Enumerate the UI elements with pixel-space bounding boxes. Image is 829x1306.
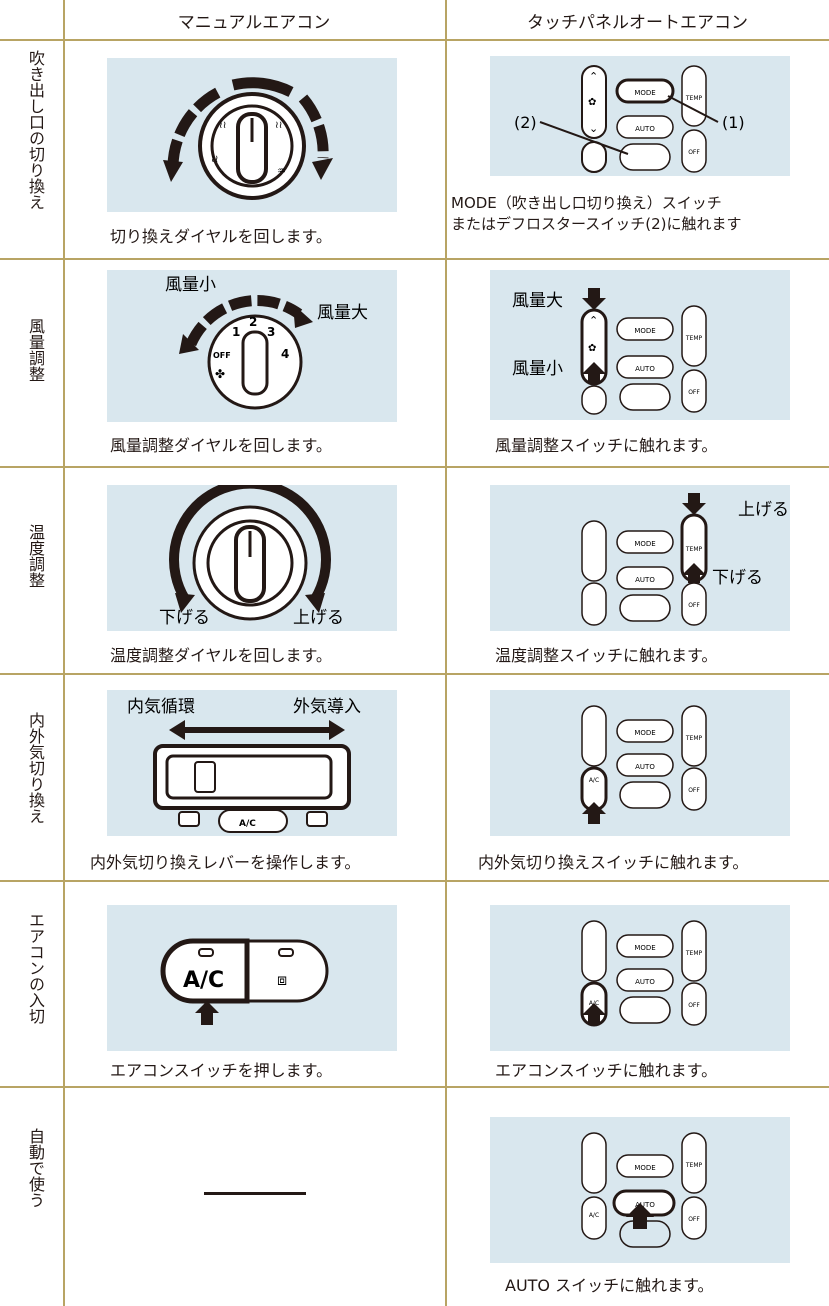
svg-text:A/C: A/C — [589, 1212, 599, 1219]
row-label-air-intake: 内外気切り換え — [26, 712, 45, 824]
svg-text:✿: ✿ — [588, 97, 596, 108]
svg-text:下げる: 下げる — [712, 568, 763, 588]
illustration-vent-dial: ≀≀ ≀≀ ≀≀ ♒ — [107, 58, 397, 212]
caption: エアコンスイッチを押します。 — [110, 1061, 333, 1080]
svg-text:内気循環: 内気循環 — [127, 697, 195, 717]
illustration-touch-temp: 上げる 下げる MODE AUTO TEMP OFF — [490, 485, 790, 631]
row-rule — [0, 466, 829, 468]
svg-text:⌃: ⌃ — [589, 70, 598, 83]
svg-text:外気導入: 外気導入 — [293, 697, 361, 717]
caption-line-1: MODE（吹き出し口切り換え）スイッチ — [451, 194, 722, 212]
svg-text:⌄: ⌄ — [589, 122, 598, 135]
svg-text:TEMP: TEMP — [685, 950, 703, 957]
svg-text:OFF: OFF — [688, 389, 700, 396]
illustration-intake-lever: 内気循環 外気導入 A/C — [107, 690, 397, 836]
caption-line-2: またはデフロスタースイッチ(2)に触れます — [451, 215, 742, 233]
caption: 風量調整スイッチに触れます。 — [495, 436, 718, 455]
svg-text:✤: ✤ — [215, 367, 225, 381]
caption: 温度調整スイッチに触れます。 — [495, 646, 718, 665]
illustration-fan-dial: 風量小 風量大 1 2 3 4 OFF ✤ — [107, 270, 397, 422]
row-label-fan-speed: 風量調整 — [26, 318, 45, 382]
caption: 温度調整ダイヤルを回します。 — [110, 646, 332, 665]
svg-text:AUTO: AUTO — [635, 763, 655, 771]
svg-text:風量大: 風量大 — [317, 303, 368, 323]
svg-text:A/C: A/C — [183, 968, 224, 993]
caption: AUTO スイッチに触れます。 — [505, 1276, 714, 1295]
illustration-touch-mode: ⌃ ✿ ⌄ MODE AUTO TEMP OFF (2) (1) — [490, 56, 790, 176]
header-manual-aircon: マニュアルエアコン — [177, 13, 331, 33]
left-rule — [63, 0, 65, 1306]
svg-text:風量大: 風量大 — [512, 291, 563, 311]
svg-text:1: 1 — [232, 325, 240, 339]
svg-text:A/C: A/C — [589, 777, 599, 784]
row-rule — [0, 673, 829, 675]
svg-text:≀≀: ≀≀ — [275, 120, 283, 131]
caption: 切り換えダイヤルを回します。 — [110, 227, 332, 246]
svg-text:OFF: OFF — [688, 149, 700, 156]
svg-text:✿: ✿ — [588, 343, 596, 354]
header-touch-aircon: タッチパネルオートエアコン — [527, 13, 748, 33]
svg-text:OFF: OFF — [688, 1002, 700, 1009]
svg-text:TEMP: TEMP — [685, 1162, 703, 1169]
illustration-touch-auto: A/C MODE AUTO TEMP OFF — [490, 1117, 790, 1263]
row-rule — [0, 1086, 829, 1088]
svg-text:OFF: OFF — [213, 351, 231, 360]
illustration-temp-dial: 下げる 上げる — [107, 478, 397, 631]
svg-text:風量小: 風量小 — [165, 275, 216, 295]
illustration-touch-ac: A/C MODE AUTO TEMP OFF — [490, 905, 790, 1051]
svg-text:TEMP: TEMP — [685, 546, 703, 553]
svg-text:TEMP: TEMP — [685, 735, 703, 742]
svg-text:OFF: OFF — [688, 1216, 700, 1223]
svg-text:≀≀: ≀≀ — [219, 120, 227, 131]
row-rule — [0, 880, 829, 882]
svg-text:AUTO: AUTO — [635, 978, 655, 986]
illustration-ac-button: A/C ⧈ — [107, 905, 397, 1051]
svg-text:MODE: MODE — [634, 540, 655, 548]
svg-text:3: 3 — [267, 325, 275, 339]
svg-text:風量小: 風量小 — [512, 359, 563, 379]
svg-text:A/C: A/C — [239, 819, 256, 829]
svg-text:MODE: MODE — [634, 89, 655, 97]
row-label-vent-mode: 吹き出し口の切り換え — [26, 50, 45, 210]
svg-text:≀≀: ≀≀ — [211, 154, 219, 165]
svg-text:(1): (1) — [722, 113, 745, 132]
illustration-touch-fan: 風量大 風量小 ⌃✿⌄ MODE AUTO TEMP OFF — [490, 270, 790, 420]
caption: 風量調整ダイヤルを回します。 — [110, 436, 332, 455]
svg-text:(2): (2) — [514, 113, 537, 132]
svg-text:TEMP: TEMP — [685, 95, 703, 102]
svg-text:AUTO: AUTO — [635, 125, 655, 133]
row-label-auto: 自動で使う — [26, 1128, 45, 1208]
row-label-temperature: 温度調整 — [26, 524, 45, 588]
svg-text:⧈: ⧈ — [277, 970, 287, 989]
svg-text:4: 4 — [281, 347, 289, 361]
svg-text:上げる: 上げる — [293, 608, 344, 628]
svg-text:AUTO: AUTO — [635, 365, 655, 373]
not-applicable-dash — [204, 1192, 306, 1195]
svg-text:OFF: OFF — [688, 787, 700, 794]
caption: エアコンスイッチに触れます。 — [495, 1061, 718, 1080]
middle-rule — [445, 0, 447, 1306]
row-rule — [0, 39, 829, 41]
svg-text:MODE: MODE — [634, 1164, 655, 1172]
svg-text:MODE: MODE — [634, 327, 655, 335]
svg-text:⌃: ⌃ — [589, 314, 598, 327]
svg-text:AUTO: AUTO — [635, 1201, 655, 1209]
caption: 内外気切り換えスイッチに触れます。 — [478, 853, 749, 872]
svg-text:AUTO: AUTO — [635, 576, 655, 584]
svg-text:MODE: MODE — [634, 944, 655, 952]
svg-text:上げる: 上げる — [738, 500, 789, 520]
svg-text:2: 2 — [249, 315, 257, 329]
svg-text:♒: ♒ — [277, 166, 286, 177]
row-rule — [0, 258, 829, 260]
caption: 内外気切り換えレバーを操作します。 — [90, 853, 361, 872]
svg-text:TEMP: TEMP — [685, 335, 703, 342]
row-label-aircon-toggle: エアコンの入切 — [26, 912, 45, 1024]
svg-text:下げる: 下げる — [159, 608, 210, 628]
svg-text:OFF: OFF — [688, 602, 700, 609]
svg-text:MODE: MODE — [634, 729, 655, 737]
illustration-touch-intake: A/C MODE AUTO TEMP OFF — [490, 690, 790, 836]
